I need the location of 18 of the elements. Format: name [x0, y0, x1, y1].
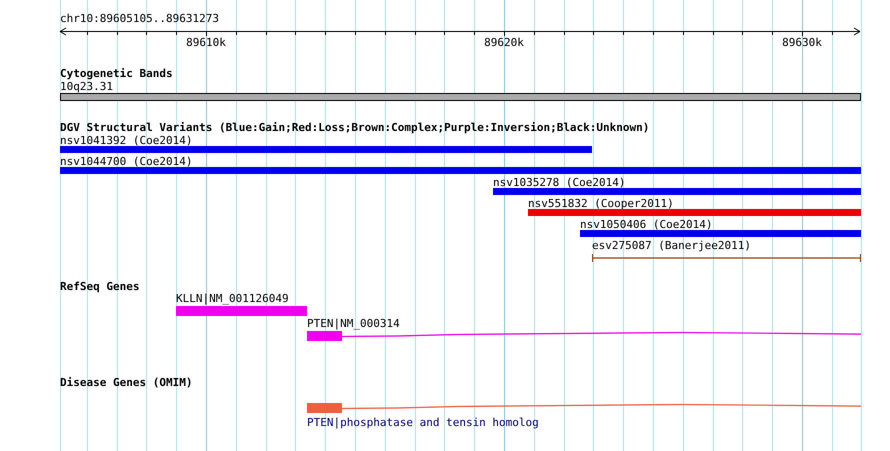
feature-label: PTEN|NM_000314 — [307, 317, 400, 330]
feature-label: nsv1035278 (Coe2014) — [493, 176, 626, 189]
tick-label: 89630k — [782, 36, 822, 49]
feature-label: 10q23.31 — [60, 80, 113, 93]
track-heading: Cytogenetic Bands — [60, 67, 173, 80]
feature-label: PTEN|phosphatase and tensin homolog — [307, 416, 539, 429]
track-heading: RefSeq Genes — [60, 280, 140, 293]
feature-label: nsv1050406 (Coe2014) — [580, 218, 712, 231]
feature-label: nsv1044700 (Coe2014) — [60, 155, 192, 168]
feature-label: nsv1041392 (Coe2014) — [60, 134, 192, 147]
feature-label: nsv551832 (Cooper2011) — [528, 197, 674, 210]
feature-label: esv275087 (Banerjee2011) — [592, 239, 751, 252]
track-heading: Disease Genes (OMIM) — [60, 376, 192, 389]
feature-label: KLLN|NM_001126049 — [176, 292, 289, 305]
track-heading: DGV Structural Variants (Blue:Gain;Red:Loss;Brown:Complex;Purple:Inversion;Black:Unknown) — [60, 121, 650, 134]
coordinate-range: chr10:89605105..89631273 — [60, 12, 219, 25]
tick-label: 89620k — [484, 36, 524, 49]
tick-label: 89610k — [186, 36, 226, 49]
